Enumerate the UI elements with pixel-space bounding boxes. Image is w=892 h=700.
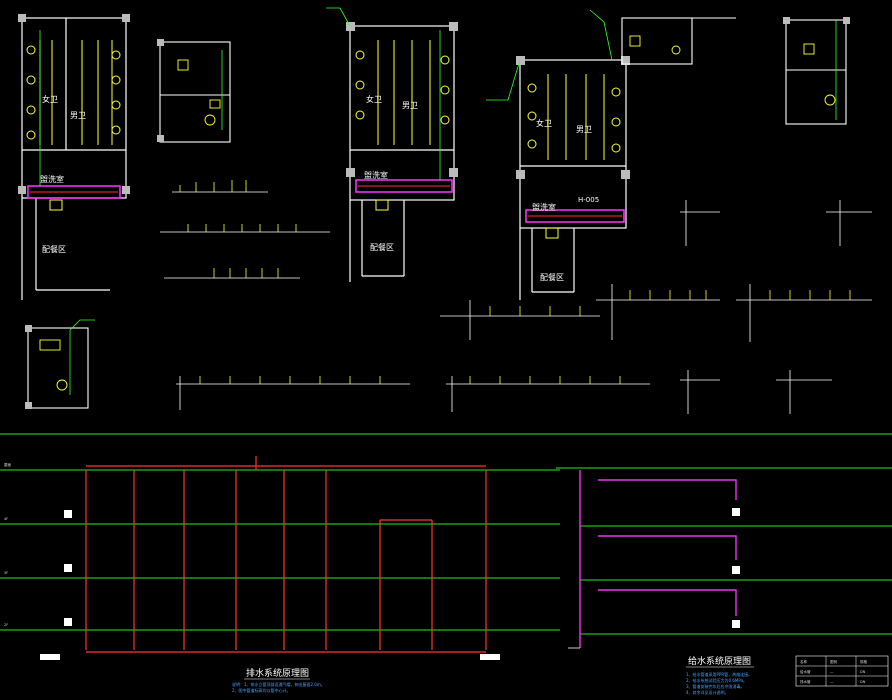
room-label-wash-2: 盥洗室 xyxy=(364,170,388,180)
room-label-female-3: 女卫 xyxy=(536,118,552,128)
bathroom-plan-3: 女卫 男卫 盥洗室 H-005 配餐区 xyxy=(486,9,630,300)
legend-header-1: 名称 xyxy=(800,659,808,664)
legend-cell-2-3: DN xyxy=(860,680,866,684)
level-label-4: 2F xyxy=(4,623,8,627)
room-label-male-3: 男卫 xyxy=(576,125,592,134)
legend-table: 名称 图例 规格 给水管 — DN 排水管 — DN xyxy=(795,655,889,687)
level-label-3: 3F xyxy=(4,571,8,575)
level-label-1: 屋面 xyxy=(4,462,11,467)
legend-cell-1-3: DN xyxy=(860,670,866,674)
drain-note-1: 说明：1、排水立管顶部设通气帽，伸出屋面2.0m。 xyxy=(232,681,325,687)
drain-title: 排水系统原理图 xyxy=(246,667,309,679)
room-label-female-1: 女卫 xyxy=(42,94,58,104)
room-label-wash-1: 盥洗室 xyxy=(40,174,64,184)
level-label-2: 4F xyxy=(4,517,8,521)
legend-header-3: 规格 xyxy=(860,659,868,664)
legend-cell-1-1: 给水管 xyxy=(800,669,811,674)
bathroom-plan-2: 女卫 男卫 盥洗室 配餐区 xyxy=(326,7,458,282)
pipe-isometrics xyxy=(160,180,872,414)
small-plan-c xyxy=(621,17,736,65)
supply-note-1: 1、给水管道采用PPR管，热熔连接。 xyxy=(686,671,752,677)
room-label-dist-3: 配餐区 xyxy=(540,273,564,282)
drain-riser-diagram: 屋面 4F 3F 2F 排水系统原理图 说明：1、排水立管顶部设通气帽，伸出屋面… xyxy=(0,456,560,693)
legend-cell-2-2: — xyxy=(830,680,834,684)
small-plan-b xyxy=(25,319,95,409)
room-label-wash-3: 盥洗室 xyxy=(532,202,556,212)
legend-header-2: 图例 xyxy=(830,659,838,664)
small-plan-d xyxy=(783,17,850,125)
bathroom-plan-1: 男卫 女卫 盥洗室 配餐区 xyxy=(18,14,130,300)
room-label-dist-1: 配餐区 xyxy=(42,245,66,254)
legend-cell-2-1: 排水管 xyxy=(800,679,811,684)
room-label-male-2: 男卫 xyxy=(402,101,418,110)
supply-note-4: 4、其余详见设计说明。 xyxy=(686,689,729,695)
small-plan-a xyxy=(157,39,231,143)
room-label-dist-2: 配餐区 xyxy=(370,243,394,252)
room-tag-3: H-005 xyxy=(578,196,599,204)
supply-note-3: 3、管道安装完毕后应冲洗消毒。 xyxy=(686,683,745,689)
room-label-female-2: 女卫 xyxy=(366,94,382,104)
legend-cell-1-2: — xyxy=(830,670,834,674)
supply-note-2: 2、给水系统试验压力为0.6MPa。 xyxy=(686,677,747,683)
supply-riser-diagram: 给水系统原理图 1、给水管道采用PPR管，热熔连接。 2、给水系统试验压力为0.… xyxy=(556,467,892,695)
room-label-male-1: 男卫 xyxy=(70,111,86,120)
supply-title: 给水系统原理图 xyxy=(688,655,751,667)
drain-note-2: 2、图中管道标高均以管中心计。 xyxy=(232,687,291,693)
